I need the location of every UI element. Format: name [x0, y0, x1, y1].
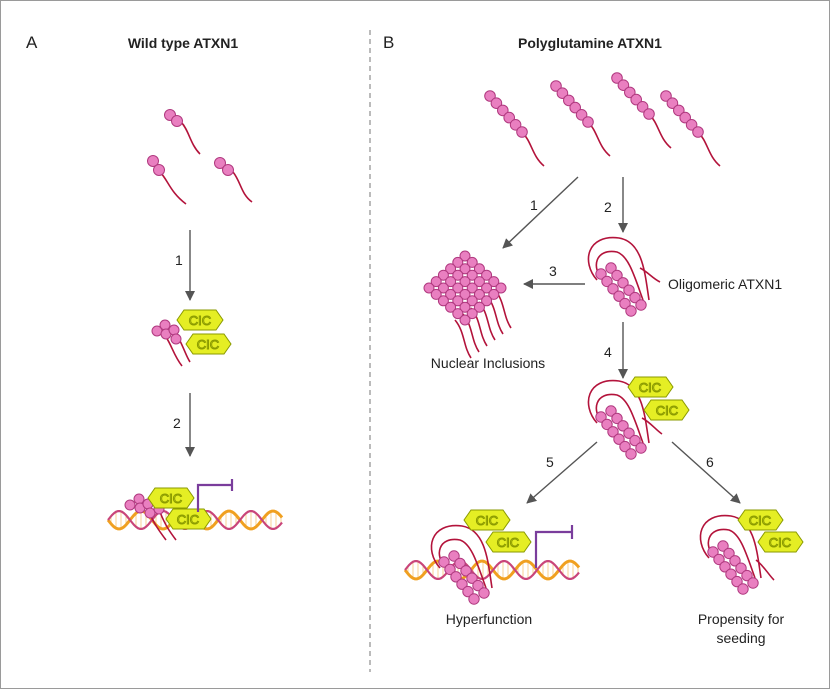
dna-double-helix	[403, 559, 581, 581]
panel-a-step-1: 1	[175, 252, 183, 268]
caption-propensity-line2: seeding	[716, 630, 765, 646]
panel-b-title: Polyglutamine ATXN1	[518, 35, 662, 51]
panel-a-step-2: 2	[173, 415, 181, 431]
svg-text:CIC: CIC	[639, 380, 661, 395]
polyq-monomer	[611, 72, 672, 149]
polyq-monomer	[550, 80, 611, 157]
polyq-monomer	[660, 90, 721, 167]
oligomeric-atxn1-cic-seed	[699, 514, 775, 595]
panel-a-letter: A	[26, 33, 38, 52]
svg-text:CIC: CIC	[177, 512, 199, 527]
caption-propensity-line1: Propensity for	[698, 611, 785, 627]
cic-protein: CIC	[757, 531, 804, 553]
oligomeric-atxn1-cic-complex	[587, 379, 663, 460]
panel-b-step-6: 6	[706, 454, 714, 470]
wildtype-monomer-3	[214, 157, 253, 203]
polyq-monomer	[484, 90, 545, 167]
cic-protein: CIC	[643, 399, 690, 421]
caption-nuclear-inclusions: Nuclear Inclusions	[431, 355, 545, 371]
polyq-monomers	[484, 72, 721, 167]
promoter-arrow	[534, 525, 574, 568]
svg-text:CIC: CIC	[497, 535, 519, 550]
panel-b-letter: B	[383, 33, 394, 52]
caption-hyperfunction: Hyperfunction	[446, 611, 532, 627]
panel-b-arrow-1	[502, 176, 579, 249]
caption-oligomeric-atxn1: Oligomeric ATXN1	[668, 276, 782, 292]
panel-b-step-3: 3	[549, 263, 557, 279]
wildtype-atxn1-cic-complex: CIC CIC	[151, 309, 232, 367]
panel-b-arrow-5	[526, 441, 598, 504]
svg-text:CIC: CIC	[769, 535, 791, 550]
promoter-arrow	[196, 479, 234, 512]
oligomeric-atxn1	[587, 236, 661, 317]
panel-b-step-2: 2	[604, 199, 612, 215]
svg-text:CIC: CIC	[476, 513, 498, 528]
cic-protein: CIC	[463, 509, 511, 531]
cic-protein: CIC	[176, 309, 224, 331]
svg-text:CIC: CIC	[189, 313, 211, 328]
cic-protein: CIC	[165, 508, 212, 530]
panel-b-step-5: 5	[546, 454, 554, 470]
cic-protein: CIC	[485, 531, 532, 553]
cic-protein: CIC	[627, 376, 674, 398]
wildtype-atxn1-cic-on-dna: CIC CIC	[124, 487, 212, 541]
cic-protein: CIC	[737, 509, 784, 531]
svg-text:CIC: CIC	[197, 337, 219, 352]
panel-b-step-1: 1	[530, 197, 538, 213]
panel-a-title: Wild type ATXN1	[128, 35, 239, 51]
oligomeric-atxn1-cic-on-dna	[430, 524, 493, 605]
wildtype-monomer-2	[147, 155, 187, 205]
wildtype-monomer-1	[164, 109, 201, 155]
svg-text:CIC: CIC	[656, 403, 678, 418]
svg-text:CIC: CIC	[749, 513, 771, 528]
nuclear-inclusion-aggregate	[423, 250, 512, 359]
cic-protein: CIC	[185, 333, 232, 355]
panel-b-step-4: 4	[604, 344, 612, 360]
svg-text:CIC: CIC	[160, 491, 182, 506]
panel-b-arrow-6	[671, 441, 741, 504]
cic-protein: CIC	[147, 487, 195, 509]
